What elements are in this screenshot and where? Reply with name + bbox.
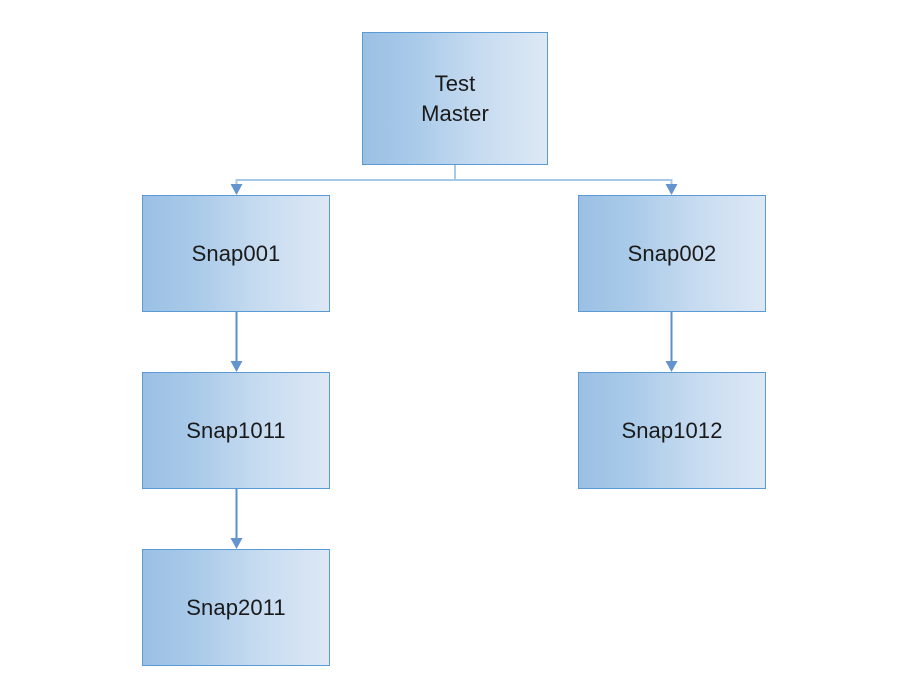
edge-root-to-snap001 [230,165,456,195]
edge-snap002-to-snap1012 [665,312,678,372]
node-label-snap1012: Snap1012 [621,417,723,443]
edge-snap001-to-snap1011 [230,312,243,372]
node-label-snap2011: Snap2011 [186,594,286,620]
node-snap1012[interactable]: Snap1012 [578,372,766,489]
node-snap1011[interactable]: Snap1011 [142,372,330,489]
node-label-snap1011: Snap1011 [186,417,286,443]
node-label-snap002: Snap002 [627,240,717,266]
node-test-master[interactable]: Test Master [362,32,548,165]
node-snap001[interactable]: Snap001 [142,195,330,312]
node-snap2011[interactable]: Snap2011 [142,549,330,666]
node-label-test-master: Test Master [421,70,489,126]
edge-root-to-snap002 [454,165,678,195]
node-snap002[interactable]: Snap002 [578,195,766,312]
edge-snap1011-to-snap2011 [230,489,243,549]
node-label-snap001: Snap001 [191,240,281,266]
